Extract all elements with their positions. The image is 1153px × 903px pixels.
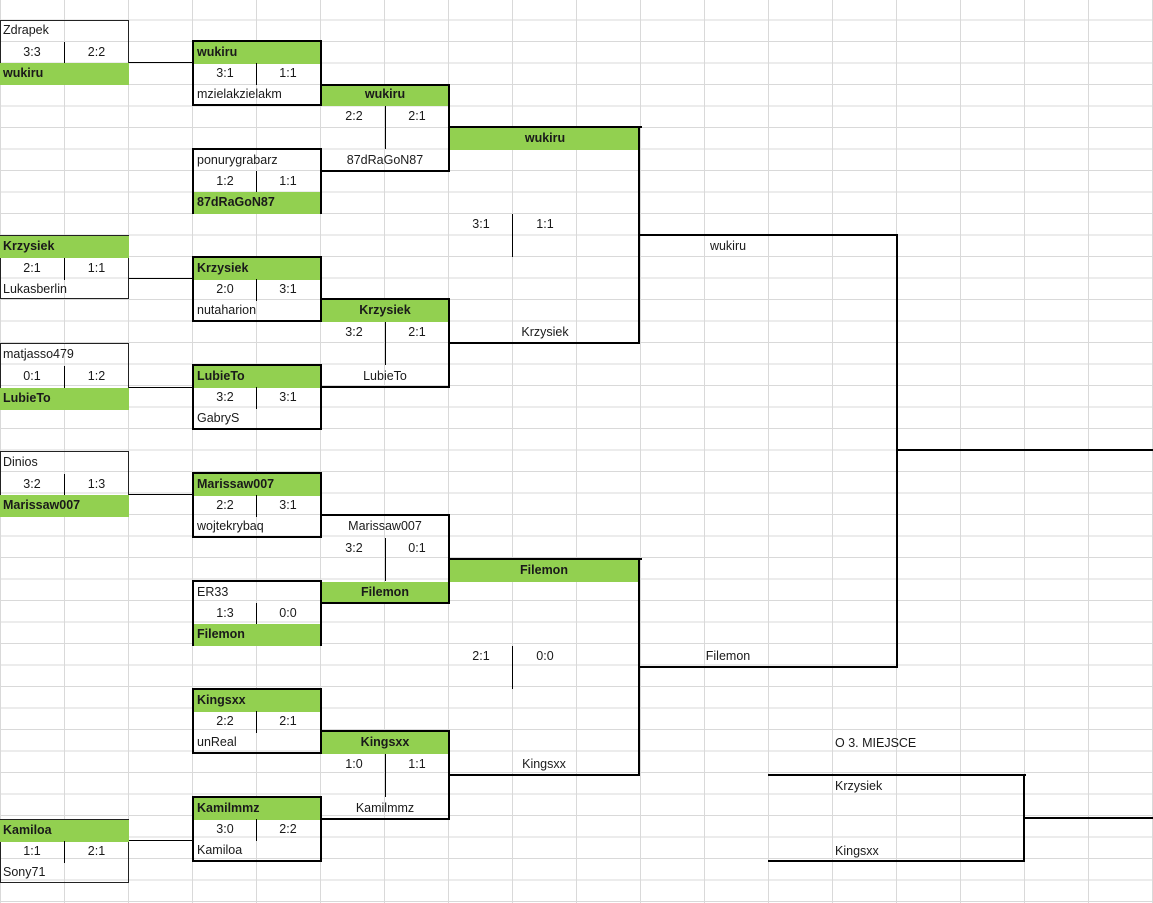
r2-m5-score2[interactable]: 3:1 xyxy=(279,498,297,512)
third-place-bottom[interactable]: Kingsxx xyxy=(835,844,879,858)
r3-m2-score1[interactable]: 3:2 xyxy=(345,325,363,339)
r1-match-5 xyxy=(0,819,129,883)
r1-m5-top[interactable]: Kamiloa xyxy=(0,820,129,842)
r1-m2-score2[interactable]: 1:1 xyxy=(87,261,106,275)
r3-m3-top[interactable]: Marissaw007 xyxy=(348,519,422,533)
r2-match-7 xyxy=(192,688,322,754)
r2-m8-bottom[interactable]: Kamiloa xyxy=(197,843,243,857)
r4-m2-score2[interactable]: 0:0 xyxy=(536,649,554,663)
r2-match-8 xyxy=(192,796,322,862)
r1-match-2 xyxy=(0,235,129,299)
r1-m3-score2[interactable]: 1:2 xyxy=(87,369,106,383)
final-top[interactable]: wukiru xyxy=(709,239,747,253)
r3-m1-score2[interactable]: 2:1 xyxy=(408,109,426,123)
final-bottom[interactable]: Filemon xyxy=(705,649,751,663)
third-place-winner-line xyxy=(1024,817,1153,819)
r1-m3-top[interactable]: matjasso479 xyxy=(3,347,74,361)
r2-m2-score2[interactable]: 1:1 xyxy=(279,174,297,188)
r3-m4-top[interactable]: Kingsxx xyxy=(322,732,448,754)
r2-m4-bottom[interactable]: GabryS xyxy=(197,411,240,425)
r2-m7-score1[interactable]: 2:2 xyxy=(216,714,234,728)
r2-m2-score1[interactable]: 1:2 xyxy=(216,174,234,188)
r4-m2-top[interactable]: Filemon xyxy=(450,560,638,582)
r3-m1-bottom[interactable]: 87dRaGoN87 xyxy=(346,153,424,167)
r2-m2-top[interactable]: ponurygrabarz xyxy=(197,153,278,167)
r2-m5-top[interactable]: Marissaw007 xyxy=(194,474,320,496)
r3-m2-score2[interactable]: 2:1 xyxy=(408,325,426,339)
r1-m2-score1[interactable]: 2:1 xyxy=(23,261,41,275)
r1-m1-score1[interactable]: 3:3 xyxy=(23,44,41,59)
r3-m4-score2[interactable]: 1:1 xyxy=(408,757,426,771)
r2-m5-score1[interactable]: 2:2 xyxy=(216,498,234,512)
r3-m4-bottom[interactable]: Kamilmmz xyxy=(355,801,415,815)
r2-m4-score2[interactable]: 3:1 xyxy=(279,390,297,404)
r3-m4-score1[interactable]: 1:0 xyxy=(345,757,363,771)
r2-match-4 xyxy=(192,364,322,430)
r3-m2-bottom[interactable]: LubieTo xyxy=(363,369,407,383)
r2-m1-score2[interactable]: 1:1 xyxy=(279,66,297,80)
r2-m5-bottom[interactable]: wojtekrybaq xyxy=(197,519,264,533)
r2-m6-score1[interactable]: 1:3 xyxy=(216,606,234,620)
r3-m3-score1[interactable]: 3:2 xyxy=(345,541,363,555)
r2-m3-score2[interactable]: 3:1 xyxy=(279,282,297,296)
r2-m8-score1[interactable]: 3:0 xyxy=(216,822,234,836)
r2-m6-score2[interactable]: 0:0 xyxy=(279,606,297,620)
r1-m4-top[interactable]: Dinios xyxy=(3,455,38,469)
r2-m7-top[interactable]: Kingsxx xyxy=(194,690,320,712)
r2-m3-bottom[interactable]: nutaharion xyxy=(197,303,257,317)
r1-m4-score1[interactable]: 3:2 xyxy=(23,477,41,491)
r1-m3-score1[interactable]: 0:1 xyxy=(23,369,41,383)
third-place-label: O 3. MIEJSCE xyxy=(835,736,917,750)
r2-m3-score1[interactable]: 2:0 xyxy=(216,282,234,296)
r1-m5-score2[interactable]: 2:1 xyxy=(87,844,106,858)
r1-m1-score2[interactable]: 2:2 xyxy=(87,44,106,59)
r2-match-1 xyxy=(192,40,322,106)
r2-m7-score2[interactable]: 2:1 xyxy=(279,714,297,728)
r1-m2-bottom[interactable]: Lukasberlin xyxy=(3,282,67,296)
r2-m6-top[interactable]: ER33 xyxy=(197,585,229,599)
r2-m2-bottom[interactable]: 87dRaGoN87 xyxy=(194,192,320,214)
r2-match-3 xyxy=(192,256,322,322)
r2-m8-score2[interactable]: 2:2 xyxy=(279,822,297,836)
r4-m2-score1[interactable]: 2:1 xyxy=(472,649,490,663)
r1-m1-bottom[interactable]: wukiru xyxy=(0,63,129,85)
r2-m6-bottom[interactable]: Filemon xyxy=(194,624,320,646)
r3-m1-top[interactable]: wukiru xyxy=(322,84,448,106)
r1-m1-top[interactable]: Zdrapek xyxy=(3,23,49,37)
r2-m8-top[interactable]: Kamilmmz xyxy=(194,798,320,820)
r3-m3-score2[interactable]: 0:1 xyxy=(408,541,426,555)
champion-line xyxy=(896,449,1153,451)
r2-m1-bottom[interactable]: mzielakzielakm xyxy=(197,87,282,101)
r4-m1-score1[interactable]: 3:1 xyxy=(472,217,490,231)
r1-m4-score2[interactable]: 1:3 xyxy=(87,477,106,491)
r2-match-5 xyxy=(192,472,322,538)
third-place-top[interactable]: Krzysiek xyxy=(835,779,883,793)
r2-m1-top[interactable]: wukiru xyxy=(194,42,320,64)
r2-m3-top[interactable]: Krzysiek xyxy=(194,258,320,280)
r1-m2-top[interactable]: Krzysiek xyxy=(0,236,129,258)
r4-m1-bottom[interactable]: Krzysiek xyxy=(521,325,569,339)
r1-m5-bottom[interactable]: Sony71 xyxy=(3,865,46,879)
r4-m2-bottom[interactable]: Kingsxx xyxy=(522,757,566,771)
r1-m3-bottom[interactable]: LubieTo xyxy=(0,388,129,410)
r2-m4-top[interactable]: LubieTo xyxy=(194,366,320,388)
r2-m4-score1[interactable]: 3:2 xyxy=(216,390,234,404)
r1-m4-bottom[interactable]: Marissaw007 xyxy=(0,495,129,517)
r4-m1-top[interactable]: wukiru xyxy=(450,128,640,150)
r1-m5-score1[interactable]: 1:1 xyxy=(23,844,41,858)
r3-m3-bottom[interactable]: Filemon xyxy=(322,582,448,604)
r2-m1-score1[interactable]: 3:1 xyxy=(216,66,234,80)
r3-m2-top[interactable]: Krzysiek xyxy=(322,300,448,322)
r2-m7-bottom[interactable]: unReal xyxy=(197,735,237,749)
r3-m1-score1[interactable]: 2:2 xyxy=(345,109,363,123)
r4-m1-score2[interactable]: 1:1 xyxy=(536,217,554,231)
